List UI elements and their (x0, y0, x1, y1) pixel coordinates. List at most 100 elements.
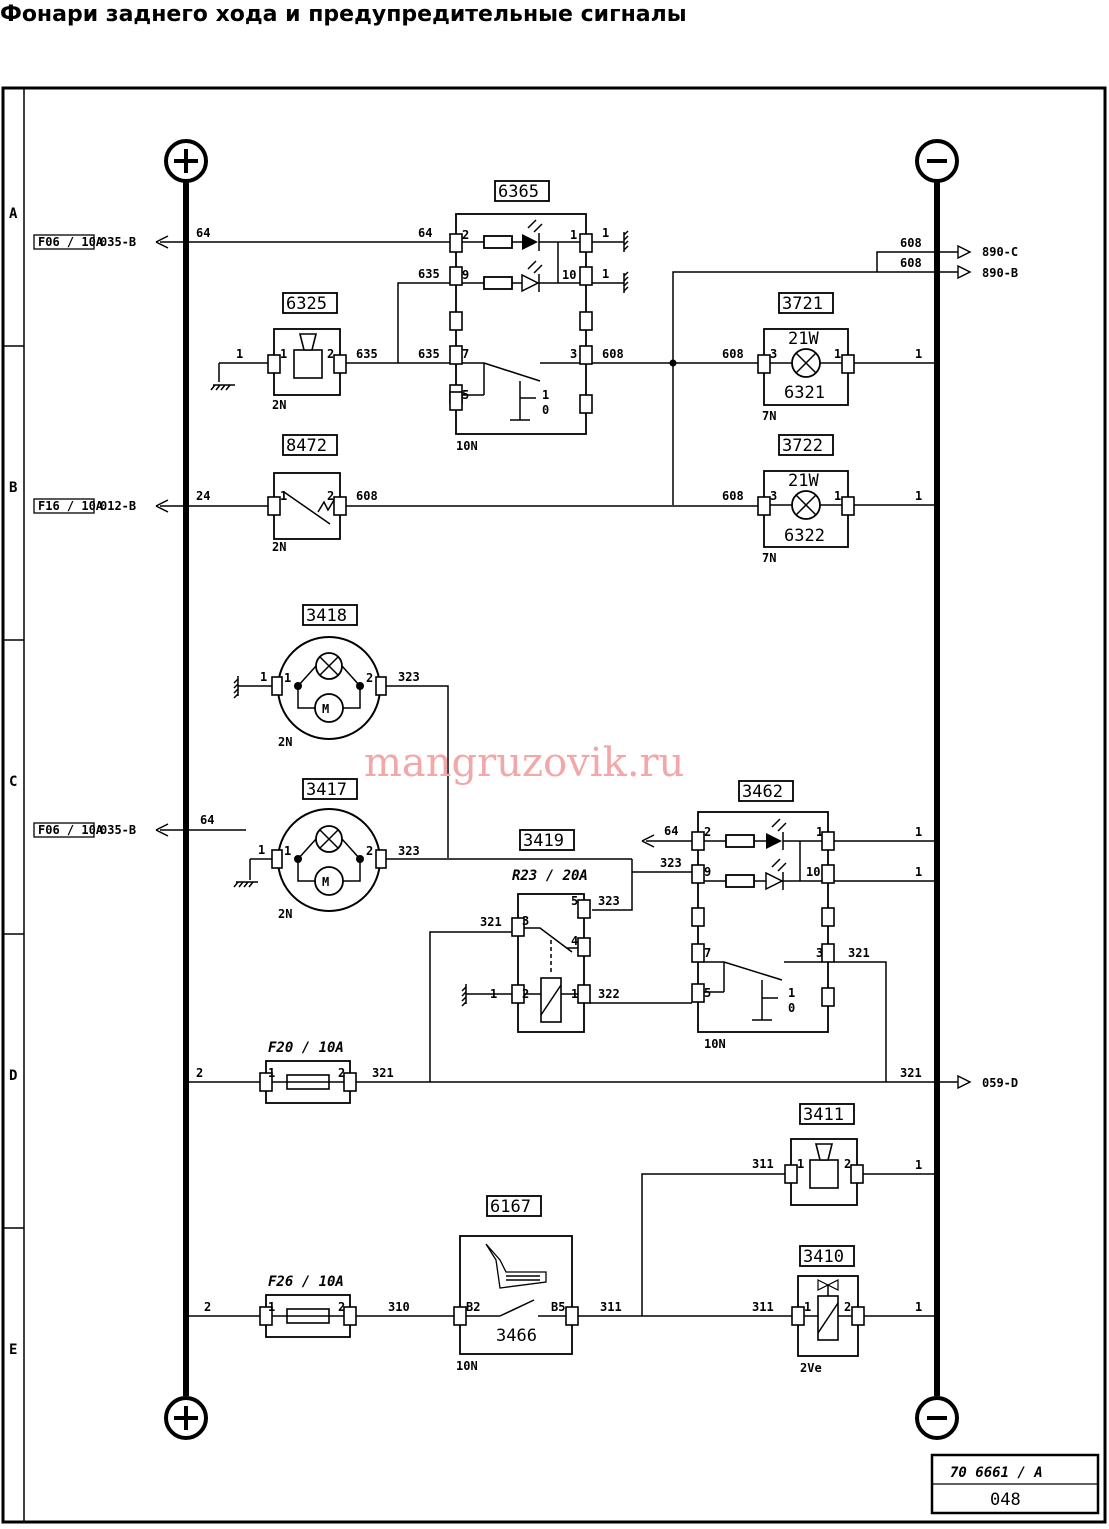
pin-6167-b2: B2 (466, 1300, 480, 1314)
component-3419: 3419 (511, 829, 591, 1033)
svg-text:F06 / 10A: F06 / 10A (38, 235, 104, 249)
pin-6365-7: 7 (462, 347, 469, 361)
ground-icon-6325 (210, 384, 235, 391)
pin-f20-2: 2 (338, 1066, 345, 1080)
svg-text:M: M (322, 702, 329, 716)
fuse-r23: R23 / 20A (512, 868, 588, 884)
fuse-f20: F20 / 10A (268, 1040, 344, 1056)
minus-terminal-top (915, 139, 959, 183)
wire-label-321-c: 321 (372, 1066, 394, 1080)
connector-3462-10n: 10N (704, 1037, 726, 1051)
component-3722: 3722 (757, 434, 855, 548)
bulb-3722-label: 21W (788, 471, 819, 491)
wire-64-d (641, 834, 692, 848)
connector-6167-10n: 10N (456, 1359, 478, 1373)
connector-3722-7n: 7N (762, 551, 776, 565)
wire-label-64-right: 64 (418, 226, 432, 240)
page-title: Фонари заднего хода и предупредительные … (0, 2, 687, 27)
ref-fuse-f16: F16 / 10A (33, 498, 104, 514)
component-f20 (259, 1060, 357, 1104)
wire-label-321-a: 321 (480, 915, 502, 929)
pin-3462-sw1: 1 (788, 986, 795, 1000)
watermark: mangruzovik.ru (364, 740, 684, 786)
pin-6325-1: 1 (280, 347, 287, 361)
component-f26 (259, 1294, 357, 1338)
component-3466: 3466 (496, 1326, 537, 1346)
drawing-stamp (930, 1453, 1100, 1515)
ground-icon-3418 (233, 676, 239, 699)
wire-label-24: 24 (196, 489, 210, 503)
svg-text:3722: 3722 (782, 436, 823, 456)
wire-label-6325-1: 1 (236, 347, 243, 361)
row-dividers (3, 345, 24, 1229)
pin-8472-1: 1 (280, 489, 287, 503)
wire-label-2-a: 2 (196, 1066, 203, 1080)
connector-3418-2n: 2N (278, 735, 292, 749)
wire-label-323-b: 323 (398, 844, 420, 858)
connector-3721-7n: 7N (762, 409, 776, 423)
svg-text:6365: 6365 (498, 182, 539, 202)
bulb-3721-label: 21W (788, 329, 819, 349)
pin-6325-2: 2 (327, 347, 334, 361)
component-6167: 6167 (453, 1195, 579, 1355)
lamp-6321: 6321 (784, 383, 825, 403)
row-label-e: E (9, 1342, 17, 1358)
pin-3462-2: 2 (704, 825, 711, 839)
pin-3462-3: 3 (816, 946, 823, 960)
connector-6365-10n: 10N (456, 439, 478, 453)
pin-6365-9: 9 (462, 268, 469, 282)
pin-3462-sw0: 0 (788, 1001, 795, 1015)
pin-f26-1: 1 (268, 1300, 275, 1314)
component-3417: 3417 M (271, 778, 387, 912)
pin-3419-3: 3 (522, 914, 529, 928)
wire-label-3417-1: 1 (258, 843, 265, 857)
wire-label-608-d: 608 (900, 256, 922, 270)
ground-icon-6365b (623, 271, 629, 293)
pin-3419-2: 2 (522, 987, 529, 1001)
svg-text:F06 / 10A: F06 / 10A (38, 823, 104, 837)
pin-3418-2: 2 (366, 671, 373, 685)
wire-label-608-b: 608 (722, 347, 744, 361)
row-label-d: D (9, 1068, 17, 1084)
wire-635-to-pin9 (397, 282, 450, 363)
wire-label-64-d: 64 (664, 824, 678, 838)
wire-label-3721-1: 1 (915, 347, 922, 361)
pin-3419-5: 5 (571, 894, 578, 908)
component-6325: 6325 (267, 292, 347, 396)
pin-8472-2: 2 (327, 489, 334, 503)
svg-text:3418: 3418 (306, 606, 347, 626)
component-3721: 3721 (757, 292, 855, 406)
wire-label-635-b: 635 (418, 347, 440, 361)
connector-8472-2n: 2N (272, 540, 286, 554)
pin-3418-1: 1 (284, 671, 291, 685)
wire-label-608-e: 608 (356, 489, 378, 503)
wire-label-3418-1: 1 (260, 670, 267, 684)
pin-6365-3: 3 (570, 347, 577, 361)
wire-311-to-3411 (641, 1173, 785, 1316)
wire-label-3411-1: 1 (915, 1158, 922, 1172)
ref-059d: 059-D (982, 1076, 1018, 1090)
pin-3419-4: 4 (571, 934, 578, 948)
svg-text:3411: 3411 (803, 1105, 844, 1125)
pin-3462-7: 7 (704, 946, 711, 960)
arrow-059d (957, 1074, 972, 1090)
wire-label-gnd2: 1 (602, 267, 609, 281)
svg-text:8472: 8472 (286, 436, 327, 456)
arrow-035b-top (155, 235, 169, 249)
pin-3419-1: 1 (571, 987, 578, 1001)
pin-3410-2: 2 (844, 1300, 851, 1314)
plus-terminal-bottom (164, 1396, 208, 1440)
wire-label-608-c: 608 (900, 236, 922, 250)
component-3411: 3411 (784, 1103, 864, 1206)
wire-label-608-a: 608 (602, 347, 624, 361)
pin-6365-2: 2 (462, 228, 469, 242)
frame-outer (1, 86, 1107, 1524)
wire-label-635-top: 635 (418, 267, 440, 281)
stamp-code: 70 6661 / A (950, 1465, 1043, 1481)
wire-label-3722-1: 1 (915, 489, 922, 503)
wire-323-to-3419 (592, 859, 633, 911)
connector-3417-2n: 2N (278, 907, 292, 921)
svg-text:3419: 3419 (523, 831, 564, 851)
pin-3411-1: 1 (797, 1157, 804, 1171)
